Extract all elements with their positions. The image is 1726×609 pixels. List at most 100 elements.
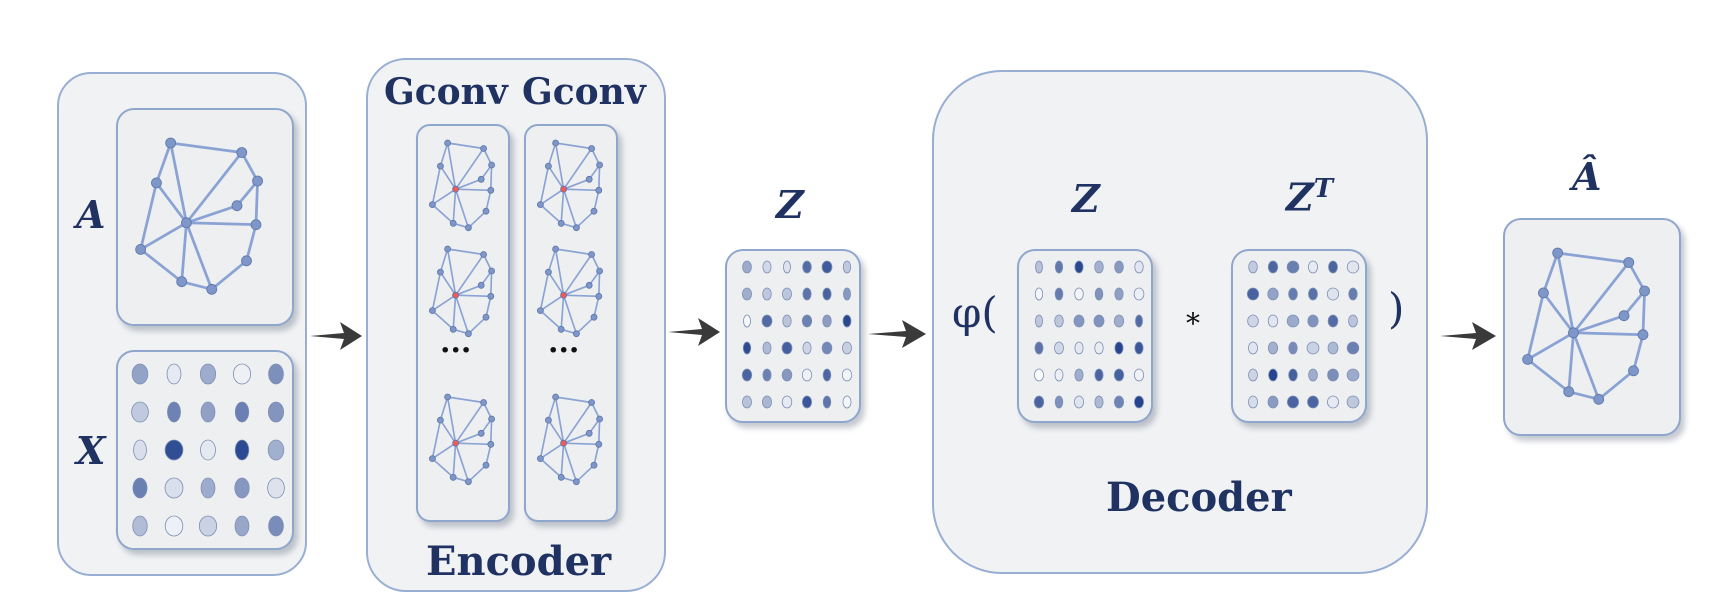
matrix-dot [742,395,752,409]
graph-node [557,219,565,227]
graph-node [557,473,565,481]
adjacency-label: A [76,192,106,237]
graph-node [428,455,436,463]
graph-node [480,399,487,406]
arrow-encoder-to-z [668,318,720,346]
matrix-dot [762,260,772,274]
matrix-dot [1288,287,1298,301]
decoder-z-matrix [1033,260,1145,409]
adjacency-graph-card [116,108,294,326]
graph-edge [563,188,599,192]
matrix-dot [1327,368,1339,382]
matrix-dot [267,477,285,499]
matrix-dot [1113,314,1125,328]
matrix-dot [267,439,285,461]
graph-edge [562,294,578,334]
highlight-node [452,185,459,193]
matrix-dot [1246,287,1260,301]
matrix-dot [742,260,752,274]
graph-node [480,145,487,152]
matrix-dot [1348,287,1358,301]
graph-edge [554,396,565,444]
graph-edge [547,396,557,421]
matrix-dot [801,314,813,328]
graph-edge [455,442,491,446]
reconstructed-label: Â [1572,154,1602,199]
graph-edge [455,432,482,444]
graph-node [544,416,552,424]
graph-node [552,245,560,253]
matrix-dot [1073,314,1085,328]
matrix-dot [1094,287,1104,301]
graph-edge [439,396,449,421]
graph-edge [547,271,565,296]
graph-node [596,161,603,169]
feature-matrix [131,363,285,537]
graph-node [595,186,603,194]
arrow-decoder-to-output [1440,322,1496,350]
graph-edge [1526,292,1545,360]
matrix-dot [783,260,791,274]
matrix-dot [782,287,792,301]
encoder-title: Encoder [426,538,612,585]
matrix-dot [1035,314,1043,328]
graph-node [588,251,595,258]
matrix-dot [762,341,772,355]
graph-edge [467,316,487,335]
matrix-dot [1326,287,1340,301]
graph-edge [185,151,243,224]
graph-edge [597,164,601,191]
graph-edge [245,224,258,262]
gconv-layer-1-graphs [428,139,495,486]
matrix-dot [232,363,252,385]
graph-node [477,281,485,289]
highlight-node [452,439,459,447]
graph-node [590,461,598,469]
matrix-dot [1327,341,1339,355]
graph-node [444,393,452,401]
graph-node [444,139,452,147]
graph-edge [562,402,593,444]
matrix-dot [762,395,772,409]
graph-node [449,219,457,227]
graph-node [536,455,544,463]
graph-node [536,307,544,315]
matrix-dot [1286,314,1300,328]
graph-edge [139,248,183,283]
graph-edge [1526,358,1570,393]
graph-edge [485,444,492,466]
matrix-dot [1074,287,1084,301]
graph-node [465,478,472,486]
graph-node [588,145,595,152]
graph-edge [454,294,470,334]
graph-edge [489,270,493,297]
matrix-dot [164,439,184,461]
matrix-dot [1054,368,1064,382]
graph-edge [1542,252,1559,294]
graph-node [595,292,603,300]
decoder-zt-sup: T [1313,174,1334,204]
graph-edge [170,141,242,154]
graph-edge [575,210,595,229]
graph-edge [555,142,592,150]
matrix-dot [132,515,148,537]
matrix-dot [1307,395,1319,409]
graph-node [1568,327,1579,339]
graph-node [596,267,603,275]
graph-edge [562,148,593,190]
decoder-zt-label: ZT [1286,176,1333,217]
matrix-dot [234,401,250,423]
reconstructed-graph-card [1503,218,1681,436]
graph-node [573,330,580,338]
graph-edge [560,295,565,330]
matrix-dot [268,515,284,537]
matrix-dot [822,395,832,409]
matrix-dot [1094,260,1104,274]
ellipsis-2: ··· [548,333,580,368]
decoder-title: Decoder [1106,474,1292,521]
graph-edge [1556,252,1575,334]
graph-edge [185,222,214,290]
graph-node [487,440,495,448]
graph-edge [562,442,578,482]
matrix-dot [842,395,852,409]
